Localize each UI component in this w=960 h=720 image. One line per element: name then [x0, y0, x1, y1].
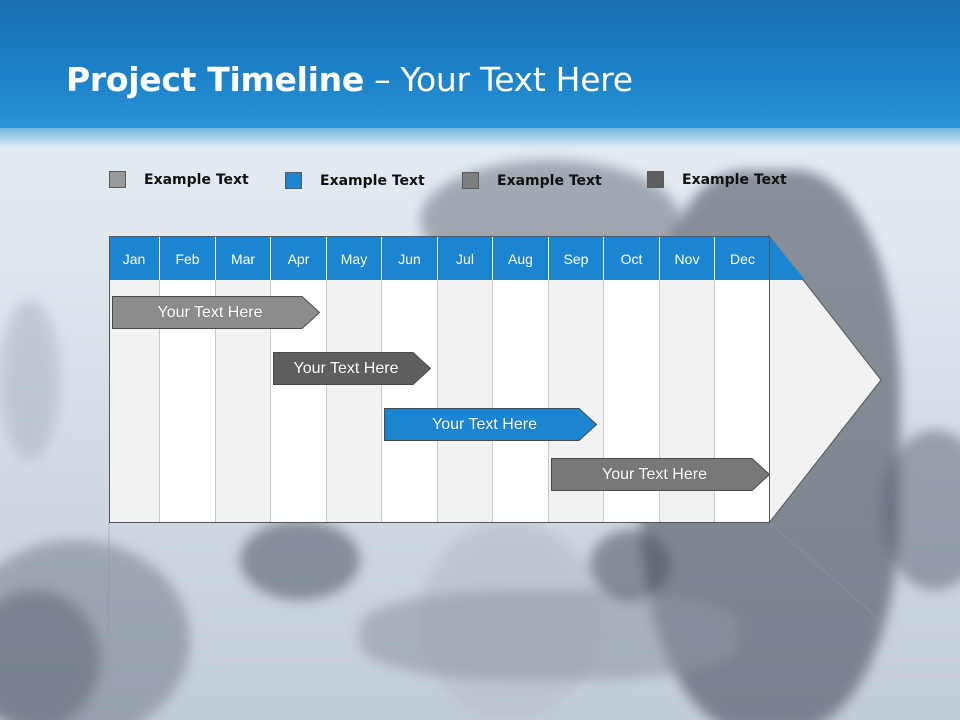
task-arrow: [273, 352, 431, 385]
task-label: Your Text Here: [157, 304, 263, 321]
month-label-apr: Apr: [270, 236, 326, 280]
task-arrow-shape: [384, 408, 597, 441]
legend-swatch: [647, 171, 664, 188]
month-label-jan: Jan: [122, 251, 146, 267]
reflection-edge: [769, 522, 881, 621]
task-label: Your Text Here: [293, 360, 399, 377]
month-column: [437, 280, 492, 522]
month-label-jul: Jul: [437, 236, 492, 280]
legend-item: Example Text: [109, 171, 249, 188]
legend-item: Example Text: [285, 172, 425, 189]
month-column: [381, 280, 437, 522]
legend-swatch: [109, 171, 126, 188]
month-column: [492, 280, 548, 522]
title-rest: – Your Text Here: [363, 60, 633, 99]
task-arrow: [551, 458, 770, 491]
month-label-nov: Nov: [659, 236, 714, 280]
task-bar[interactable]: Your Text Here: [273, 352, 431, 385]
month-label-oct: Oct: [603, 236, 659, 280]
month-label-mar: Mar: [215, 236, 270, 280]
task-bar[interactable]: Your Text Here: [551, 458, 770, 491]
task-arrow-shape: [273, 352, 431, 385]
slide-title: Project Timeline – Your Text Here: [66, 60, 633, 99]
month-label-feb: Feb: [159, 236, 215, 280]
legend-label: Example Text: [497, 172, 602, 189]
task-label: Your Text Here: [432, 416, 537, 433]
task-arrow-shape: [112, 296, 320, 329]
legend-swatch: [285, 172, 302, 189]
month-column: [326, 280, 381, 522]
month-label-dec: Dec: [714, 236, 770, 280]
arrow-head-cap: [769, 236, 805, 280]
legend-item: Example Text: [647, 171, 787, 188]
task-arrow-shape: [551, 458, 770, 491]
header-band: [0, 0, 960, 128]
task-label: Your Text Here: [602, 466, 707, 483]
legend-label: Example Text: [144, 171, 249, 188]
title-bold: Project Timeline: [66, 60, 364, 99]
month-label-sep: Sep: [548, 236, 603, 280]
legend-label: Example Text: [320, 172, 425, 189]
task-bar[interactable]: Your Text Here: [112, 296, 320, 329]
month-label-aug: Aug: [492, 236, 548, 280]
task-arrow: [384, 408, 597, 441]
legend-item: Example Text: [462, 172, 602, 189]
task-arrow: [112, 296, 320, 329]
month-label-may: May: [326, 236, 381, 280]
header-fade: [0, 118, 960, 148]
task-bar[interactable]: Your Text Here: [384, 408, 597, 441]
legend-label: Example Text: [682, 171, 787, 188]
month-label-jun: Jun: [381, 236, 437, 280]
legend-swatch: [462, 172, 479, 189]
